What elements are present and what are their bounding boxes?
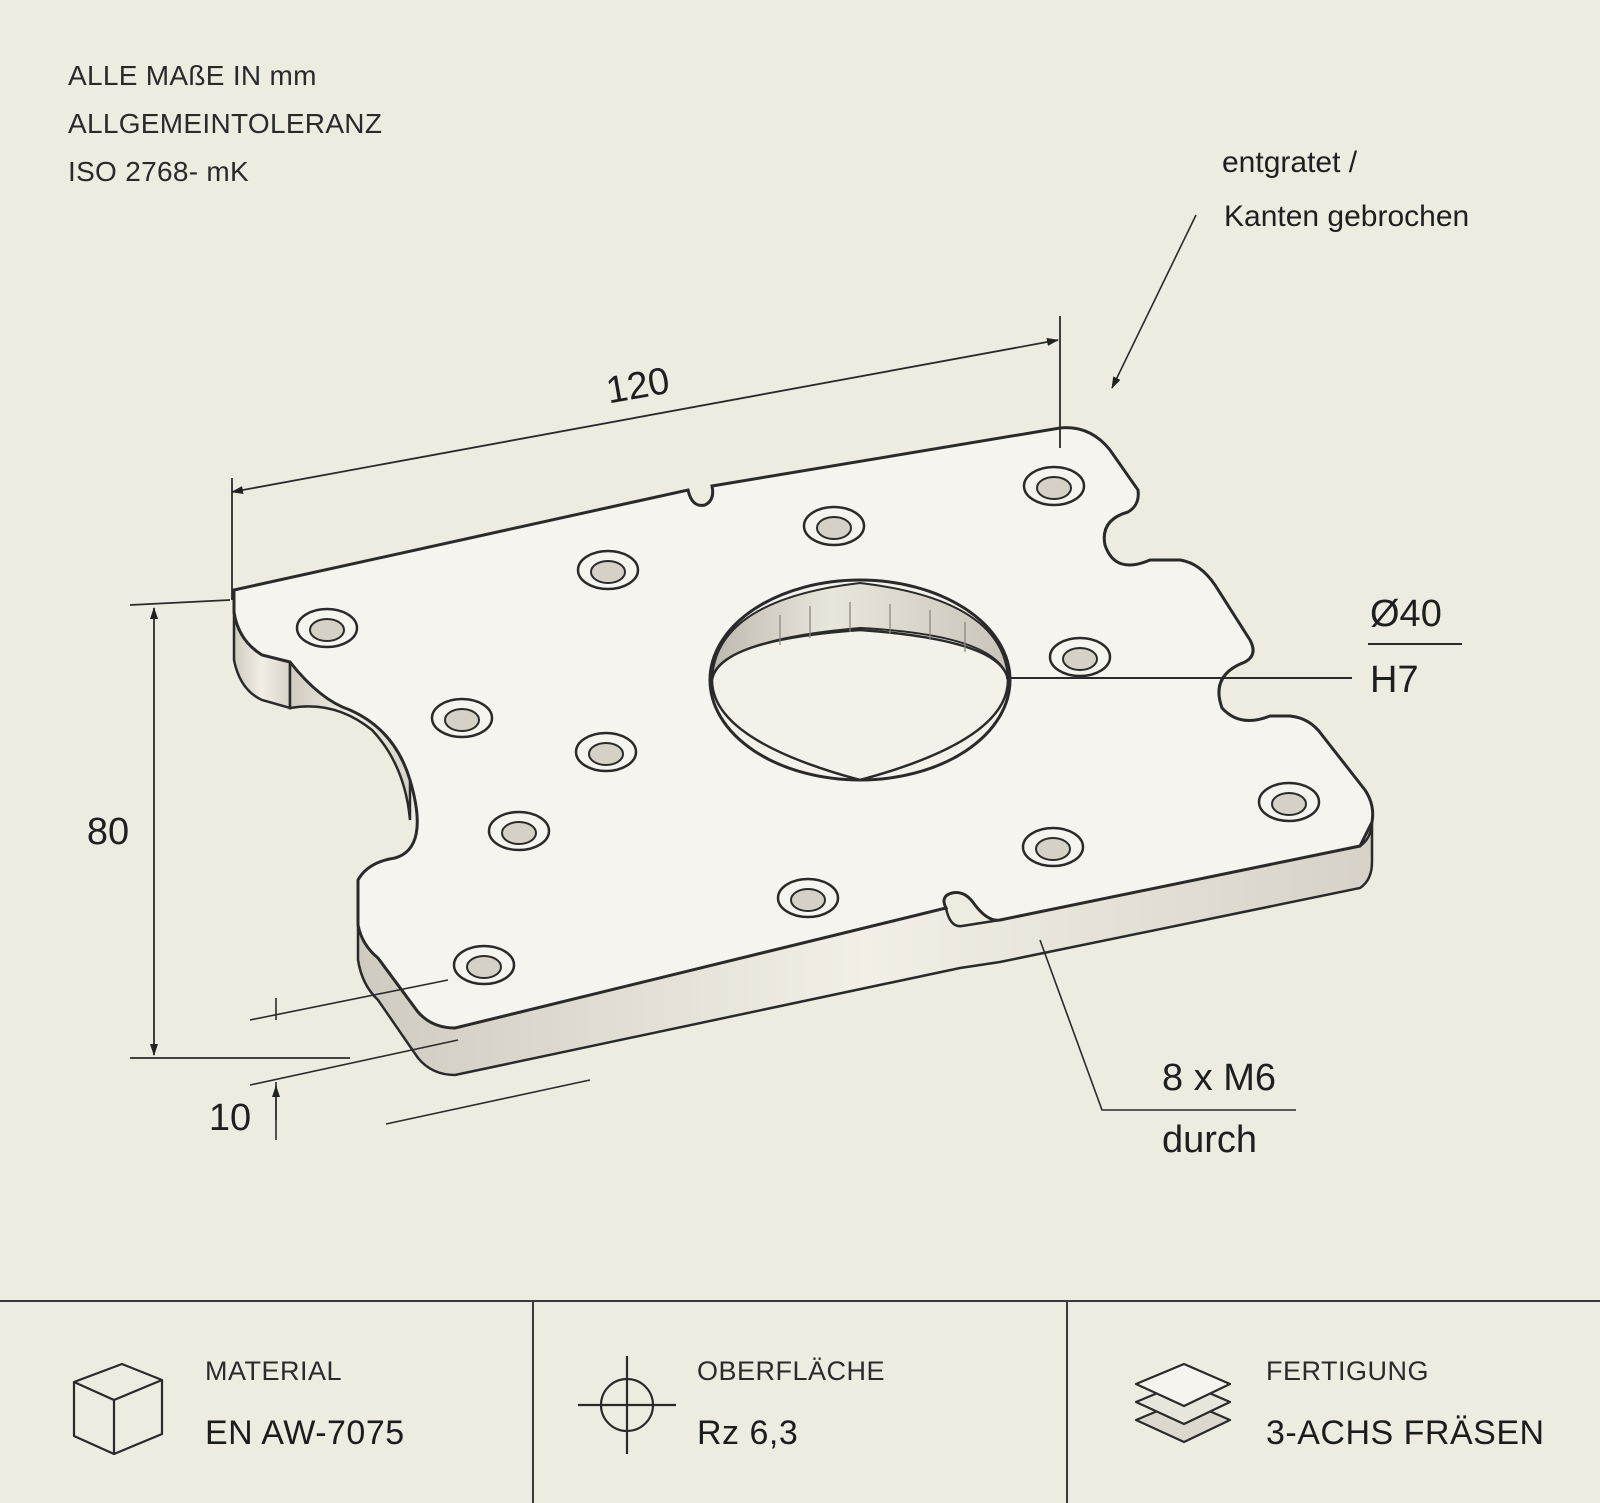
process-value: 3-ACHS FRÄSEN — [1266, 1414, 1545, 1452]
crosshair-icon — [578, 1356, 676, 1454]
hole — [487, 810, 551, 852]
dimension-thickness-label: 10 — [209, 1097, 251, 1139]
cube-icon — [72, 1362, 164, 1456]
material-cell: MATERIAL EN AW-7075 — [0, 1302, 534, 1503]
thread-callout-leader — [1039, 939, 1296, 1111]
hole — [1022, 465, 1086, 507]
thread-depth-label: durch — [1162, 1119, 1257, 1161]
note-tolerance-title: ALLGEMEINTOLERANZ — [68, 108, 383, 139]
hole — [574, 731, 638, 773]
mounting-holes — [295, 465, 1321, 986]
center-bore — [708, 578, 1012, 782]
title-block: MATERIAL EN AW-7075 OBERFLÄCHE Rz 6,3 FE… — [0, 1300, 1600, 1503]
hole — [1048, 636, 1112, 678]
hole — [1021, 826, 1085, 868]
hole — [452, 944, 516, 986]
hole — [430, 697, 494, 739]
edge-callout-line2: Kanten gebrochen — [1224, 200, 1469, 233]
bore-diameter-label: Ø40 — [1370, 593, 1442, 635]
surface-cell: OBERFLÄCHE Rz 6,3 — [534, 1302, 1068, 1503]
material-label: MATERIAL — [205, 1356, 343, 1386]
layers-icon — [1134, 1362, 1232, 1444]
hole — [776, 877, 840, 919]
hole — [1257, 781, 1321, 823]
edge-callout-line1: entgratet / — [1222, 146, 1358, 179]
process-label: FERTIGUNG — [1266, 1356, 1430, 1386]
hole — [802, 505, 866, 547]
dimension-length — [231, 316, 1061, 600]
process-cell: FERTIGUNG 3-ACHS FRÄSEN — [1068, 1302, 1600, 1503]
edge-callout-leader — [1111, 214, 1197, 389]
surface-label: OBERFLÄCHE — [697, 1356, 886, 1386]
material-value: EN AW-7075 — [205, 1414, 405, 1452]
note-tolerance-standard: ISO 2768- mK — [68, 156, 250, 187]
hole — [576, 549, 640, 591]
dimension-length-label: 120 — [603, 360, 673, 412]
hole — [295, 607, 359, 649]
surface-value: Rz 6,3 — [697, 1414, 799, 1452]
note-units: ALLE MAßE IN mm — [68, 60, 317, 91]
dimension-width-label: 80 — [87, 811, 129, 853]
bore-callout-leader — [1006, 643, 1462, 679]
technical-drawing: 120 80 10 entgratet / Kanten gebrochen Ø… — [87, 146, 1469, 1161]
dimension-width — [129, 599, 350, 1059]
dimension-thickness — [249, 979, 591, 1140]
bore-fit-label: H7 — [1370, 659, 1419, 701]
general-notes: ALLE MAßE IN mm ALLGEMEINTOLERANZ ISO 27… — [68, 52, 382, 196]
thread-spec-label: 8 x M6 — [1162, 1057, 1276, 1099]
